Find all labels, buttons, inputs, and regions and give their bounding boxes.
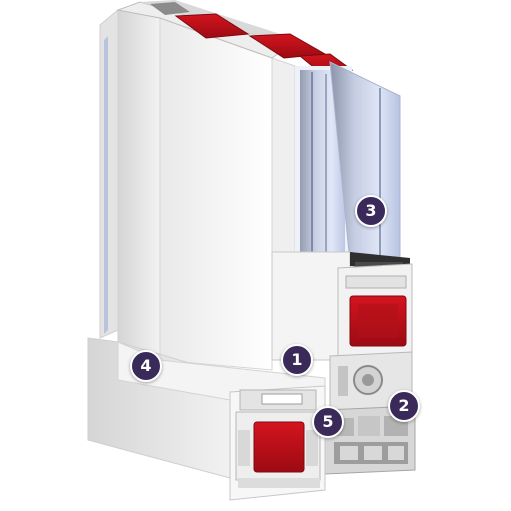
callout-4: 4 (130, 350, 162, 382)
top-profile-section (116, 0, 354, 75)
callout-1: 1 (281, 344, 313, 376)
bottom-sash-profile (235, 389, 321, 488)
glass-unit (295, 61, 401, 263)
sash-profile-section (337, 263, 413, 361)
callout-3: 3 (355, 195, 387, 227)
frame-profile-section (324, 405, 416, 475)
callout-2: 2 (388, 390, 420, 422)
callout-5: 5 (312, 406, 344, 438)
outer-frame-left (99, 8, 119, 339)
sash-front-face (117, 9, 296, 371)
